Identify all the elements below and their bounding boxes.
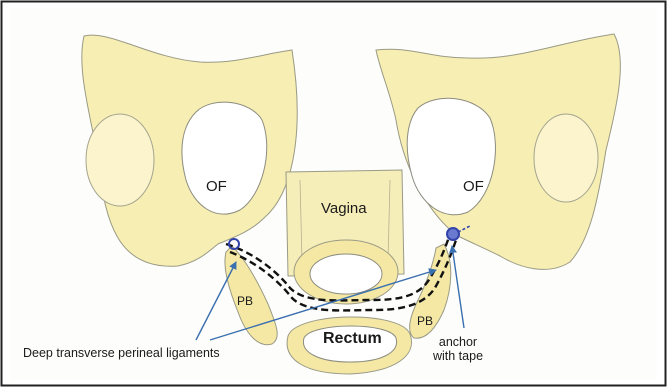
label-of-right: OF <box>463 179 484 194</box>
label-pb-left: PB <box>237 295 253 307</box>
label-ligaments-caption: Deep transverse perineal ligaments <box>23 347 220 360</box>
right-anchor-marker <box>447 228 459 240</box>
label-anchor-with-tape: anchor with tape <box>423 335 493 364</box>
label-anchor-line1: anchor <box>423 335 493 349</box>
label-anchor-line2: with tape <box>423 349 493 363</box>
vaginal-lumen <box>310 254 382 294</box>
label-of-left: OF <box>206 179 227 194</box>
label-pb-right: PB <box>417 315 433 327</box>
right-iliac-fossa-outline <box>534 114 598 202</box>
label-vagina: Vagina <box>321 201 367 216</box>
label-rectum: Rectum <box>323 331 382 347</box>
left-iliac-fossa-outline <box>86 114 154 206</box>
